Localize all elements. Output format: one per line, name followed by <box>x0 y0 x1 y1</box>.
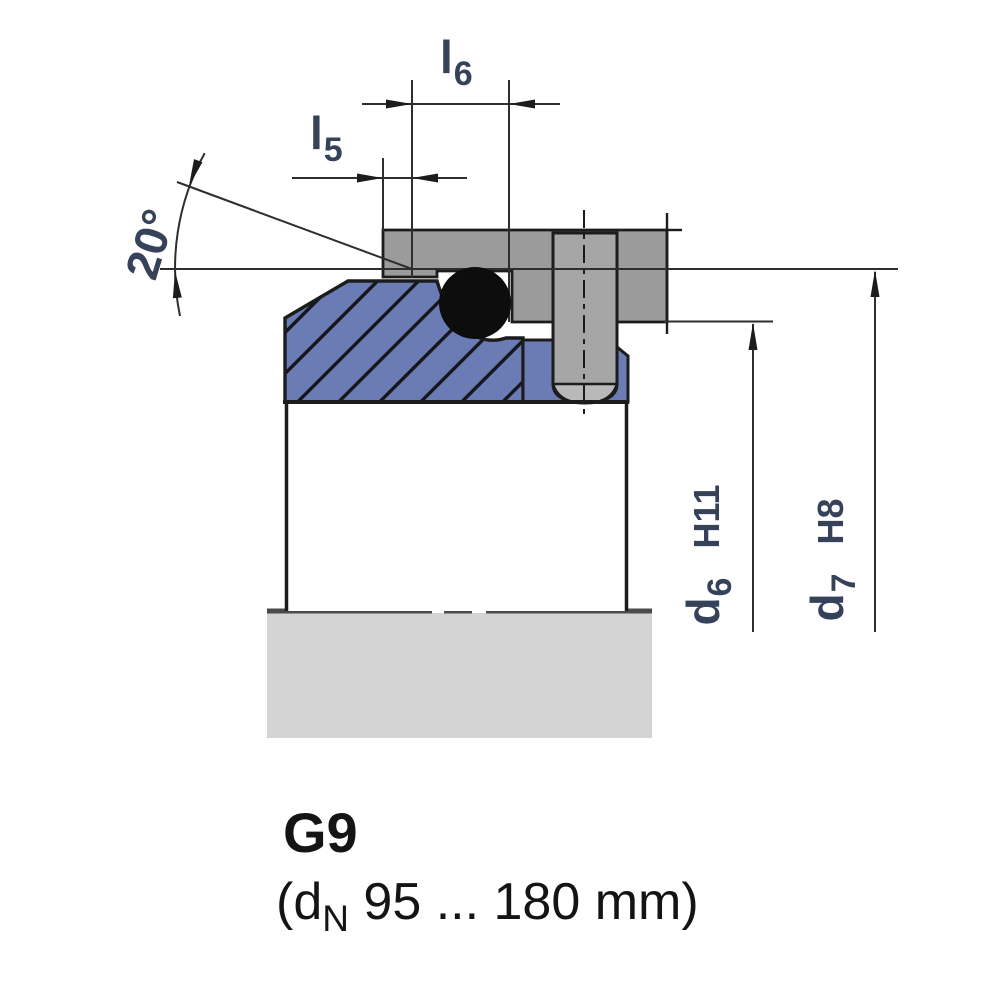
l5-arrow-left <box>357 173 383 183</box>
angle-arrow-bottom <box>172 271 182 299</box>
angle-slant-line <box>176 181 413 270</box>
carrier-ring-body <box>285 403 628 611</box>
d6-base: d <box>677 597 729 626</box>
size-range: (dN 95 ... 180 mm) <box>276 872 699 940</box>
d7-base: d <box>801 593 853 622</box>
size-range-subscript: N <box>322 898 349 939</box>
d7-tolerance: H8 <box>810 498 851 545</box>
dimension-label-l6: l6 <box>440 31 473 91</box>
l5-base: l <box>310 107 323 159</box>
dimension-label-d6: d6 H11 <box>677 455 739 655</box>
size-range-suffix: 95 ... 180 mm) <box>348 873 699 931</box>
l5-arrow-right <box>412 173 438 183</box>
shaft-block <box>267 613 652 738</box>
angle-arrow-top <box>189 159 203 186</box>
d6-subscript: 6 <box>701 577 739 597</box>
dimension-label-l5: l5 <box>310 107 343 167</box>
size-range-prefix: (d <box>276 873 323 931</box>
l6-arrow-right <box>509 99 535 109</box>
d6-arrow <box>748 323 758 350</box>
dimension-label-d7: d7 H8 <box>801 460 863 660</box>
o-ring <box>439 267 511 339</box>
d7-subscript: 7 <box>825 573 863 593</box>
d6-tolerance: H11 <box>686 484 727 549</box>
d7-arrow <box>870 270 880 297</box>
l6-subscript: 6 <box>453 55 473 93</box>
l6-arrow-left <box>386 99 412 109</box>
profile-code: G9 <box>283 801 358 864</box>
dimension-arrowheads <box>172 99 880 350</box>
l5-subscript: 5 <box>323 131 343 169</box>
l6-base: l <box>440 31 453 83</box>
